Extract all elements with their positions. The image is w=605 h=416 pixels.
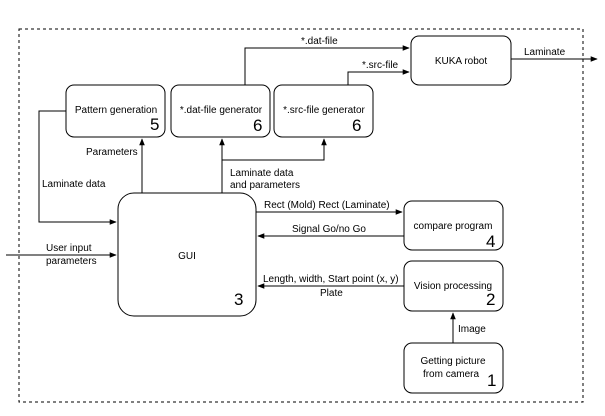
edge-pattern-to-gui bbox=[38, 110, 117, 225]
edge-signal-label: Signal Go/no Go bbox=[292, 224, 366, 235]
edge-parameters-label: Parameters bbox=[86, 147, 138, 158]
edge-src-to-kuka bbox=[347, 69, 410, 85]
edge-gui-to-src bbox=[222, 138, 327, 161]
node-src-file-generator: *.src-file generator 6 bbox=[273, 84, 374, 138]
gui-label: GUI bbox=[178, 251, 196, 262]
node-camera: Getting picture from camera 1 bbox=[403, 342, 504, 394]
edge-rect-label: Rect (Mold) Rect (Laminate) bbox=[264, 200, 390, 211]
src-file-generator-label: *.src-file generator bbox=[283, 105, 365, 116]
node-dat-file-generator: *.dat-file generator 6 bbox=[170, 84, 271, 138]
edge-user-input-label-line1: User input bbox=[46, 243, 92, 254]
gui-number: 3 bbox=[234, 290, 243, 309]
edge-laminate-data-label: Laminate data bbox=[42, 179, 106, 190]
dat-file-generator-label: *.dat-file generator bbox=[180, 105, 263, 116]
edge-laminate-params-label-line2: and parameters bbox=[230, 180, 300, 191]
edge-laminate-out-label: Laminate bbox=[524, 47, 566, 58]
edge-length-label-line2: Plate bbox=[320, 288, 343, 299]
edge-dat-file-label: *.dat-file bbox=[301, 36, 338, 47]
dat-file-generator-number: 6 bbox=[253, 116, 262, 135]
node-pattern-generation: Pattern generation 5 bbox=[65, 84, 166, 138]
system-boundary bbox=[18, 28, 584, 403]
vision-processing-number: 2 bbox=[486, 290, 495, 309]
camera-number: 1 bbox=[487, 371, 496, 390]
camera-label-line1: Getting picture bbox=[420, 356, 485, 367]
edge-src-file-label: *.src-file bbox=[362, 60, 399, 71]
node-gui: GUI 3 bbox=[117, 192, 257, 317]
edge-dat-to-kuka bbox=[244, 45, 410, 85]
src-file-generator-number: 6 bbox=[352, 116, 361, 135]
node-vision-processing: Vision processing 2 bbox=[403, 260, 504, 312]
kuka-robot-label: KUKA robot bbox=[435, 56, 487, 67]
edge-user-input-label-line2: parameters bbox=[46, 256, 97, 267]
compare-program-label: compare program bbox=[414, 221, 493, 232]
pattern-generation-label: Pattern generation bbox=[75, 105, 157, 116]
edge-length-label-line1: Length, width, Start point (x, y) bbox=[263, 274, 399, 285]
compare-program-number: 4 bbox=[486, 232, 495, 251]
pattern-generation-number: 5 bbox=[150, 115, 159, 134]
vision-processing-label: Vision processing bbox=[414, 281, 492, 292]
edge-laminate-params-label-line1: Laminate data bbox=[230, 168, 294, 179]
node-kuka-robot: KUKA robot bbox=[410, 35, 512, 86]
edge-image-label: Image bbox=[458, 324, 486, 335]
camera-label-line2: from camera bbox=[423, 369, 480, 380]
node-compare-program: compare program 4 bbox=[403, 200, 504, 251]
